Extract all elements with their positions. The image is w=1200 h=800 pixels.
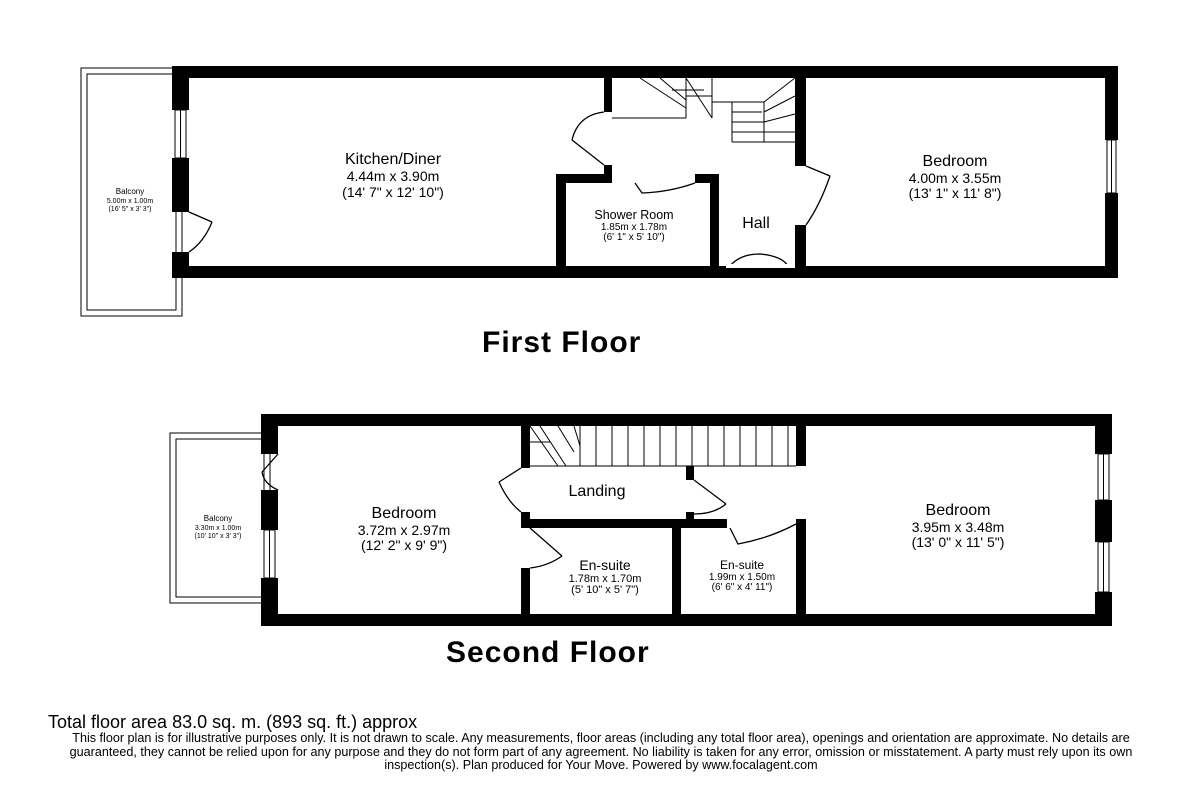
kitchen-door [571, 111, 605, 166]
total-floor-area: Total floor area 83.0 sq. m. (893 sq. ft… [48, 712, 418, 732]
second-floor-doors [261, 453, 797, 569]
left-ensuite-label: En-suite 1.78m x 1.70m (5' 10" x 5' 7") [569, 557, 642, 596]
balcony-name: Balcony [116, 187, 144, 196]
bedroom-imperial: (13' 1" x 11' 8") [909, 185, 1002, 201]
left-ensuite-imperial: (5' 10" x 5' 7") [571, 584, 639, 596]
right-bedroom-door [693, 479, 727, 515]
left-ensuite-name: En-suite [579, 557, 631, 573]
kitchen-diner-metric: 4.44m x 3.90m [347, 168, 440, 184]
bedroom-name: Bedroom [923, 153, 988, 170]
right-ensuite-door [729, 523, 797, 545]
shower-room-metric: 1.85m x 1.78m [601, 222, 667, 233]
second-floor-outer-walls [261, 414, 1112, 626]
second-balcony-door [261, 453, 279, 491]
landing-label: Landing [569, 483, 626, 500]
second-balcony-name: Balcony [204, 514, 232, 523]
kitchen-diner-label: Kitchen/Diner 4.44m x 3.90m (14' 7" x 12… [342, 151, 444, 200]
first-floor-interior-walls [556, 78, 806, 274]
first-floor-doors [188, 111, 831, 268]
right-bedroom-name: Bedroom [926, 502, 991, 519]
hall-label: Hall [742, 215, 770, 232]
right-ensuite-imperial: (6' 6" x 4' 11") [712, 582, 773, 593]
second-floor-left-bedroom-label: Bedroom 3.72m x 2.97m (12' 2" x 9' 9") [358, 505, 451, 553]
balcony-metric: 5.00m x 1.00m [107, 198, 153, 205]
second-floor-title: Second Floor [446, 636, 650, 669]
second-balcony-imperial: (10' 10" x 3' 3") [195, 533, 242, 540]
first-floor-outer-walls [172, 66, 1118, 278]
second-floor-stairs [529, 425, 796, 467]
bedroom-door [805, 165, 831, 226]
second-floor-right-bedroom-label: Bedroom 3.95m x 3.48m (13' 0" x 11' 5") [912, 502, 1005, 550]
shower-room-imperial: (6' 1" x 5' 10") [603, 232, 665, 243]
second-floor-interior-walls [521, 426, 806, 620]
shower-door [634, 182, 696, 194]
left-bedroom-name: Bedroom [372, 505, 437, 522]
shower-room-name: Shower Room [594, 208, 673, 222]
left-ensuite-door [529, 527, 563, 569]
first-floor-plan: Kitchen/Diner 4.44m x 3.90m (14' 7" x 12… [80, 66, 1118, 317]
disclaimer-text: This floor plan is for illustrative purp… [69, 731, 1133, 773]
bedroom-metric: 4.00m x 3.55m [909, 170, 1002, 186]
balcony-imperial: (16' 5" x 3' 3") [108, 206, 151, 213]
left-ensuite-metric: 1.78m x 1.70m [569, 573, 642, 585]
entrance-door [729, 253, 789, 267]
first-floor-bedroom-label: Bedroom 4.00m x 3.55m (13' 1" x 11' 8") [909, 153, 1002, 201]
left-bedroom-metric: 3.72m x 2.97m [358, 522, 451, 538]
balcony-door [188, 211, 213, 253]
first-floor-stairs [612, 77, 796, 143]
second-floor-windows [263, 453, 1110, 593]
right-ensuite-metric: 1.99m x 1.50m [709, 572, 775, 583]
second-balcony-metric: 3.30m x 1.00m [195, 525, 241, 532]
right-ensuite-name: En-suite [720, 558, 764, 572]
right-ensuite-label: En-suite 1.99m x 1.50m (6' 6" x 4' 11") [709, 558, 775, 593]
first-floor-windows [174, 109, 1117, 194]
first-floor-title: First Floor [482, 326, 642, 359]
kitchen-diner-name: Kitchen/Diner [345, 151, 442, 168]
right-bedroom-metric: 3.95m x 3.48m [912, 519, 1005, 535]
kitchen-diner-imperial: (14' 7" x 12' 10") [342, 184, 444, 200]
left-bedroom-door [498, 467, 522, 513]
second-floor-balcony-label: Balcony 3.30m x 1.00m (10' 10" x 3' 3") [195, 514, 242, 540]
shower-room-label: Shower Room 1.85m x 1.78m (6' 1" x 5' 10… [594, 208, 673, 243]
right-bedroom-imperial: (13' 0" x 11' 5") [912, 534, 1005, 550]
left-bedroom-imperial: (12' 2" x 9' 9") [361, 537, 447, 553]
second-floor-plan: Bedroom 3.72m x 2.97m (12' 2" x 9' 9") B… [169, 414, 1112, 626]
first-floor-balcony-label: Balcony 5.00m x 1.00m (16' 5" x 3' 3") [107, 187, 153, 213]
